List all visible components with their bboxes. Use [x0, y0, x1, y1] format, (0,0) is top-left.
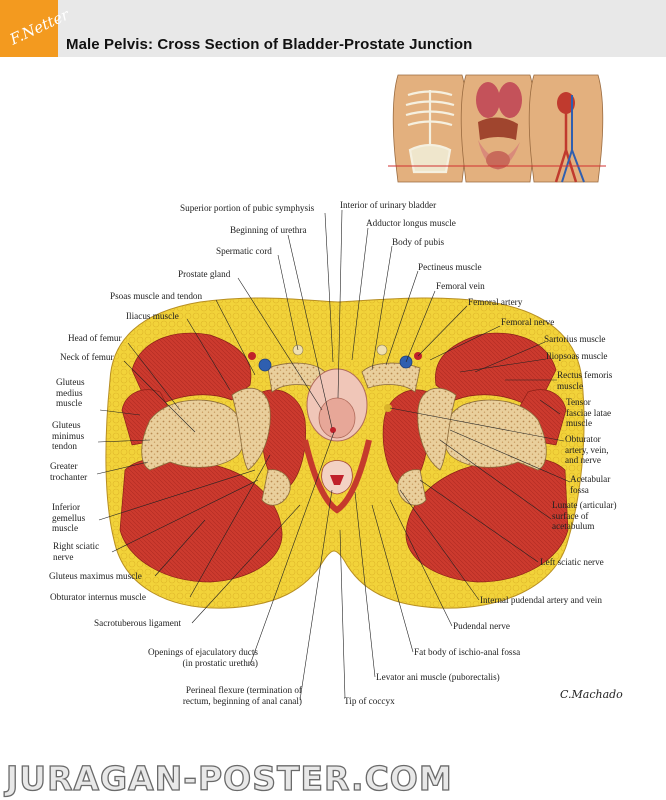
label-pudendal-nerve: Pudendal nerve	[453, 621, 510, 631]
label-gluteus-maximus: Gluteus maximus muscle	[49, 571, 142, 581]
torso-thumbnail-skeleton	[392, 74, 468, 183]
right-pubis	[361, 362, 421, 393]
left-thigh-anterior-muscles	[131, 332, 252, 411]
artist-signature: C.Machado	[560, 688, 623, 701]
label-gluteus-medius: Gluteus medius muscle	[56, 377, 85, 408]
label-head-femur: Head of femur	[68, 333, 122, 343]
netter-logo: F.Netter	[0, 0, 72, 57]
label-inferior-gemellus: Inferior gemellus muscle	[52, 502, 86, 533]
levator-ani	[302, 439, 372, 514]
leader-lines	[96, 209, 571, 701]
label-iliopsoas: Iliopsoas muscle	[546, 351, 608, 361]
header-band	[0, 0, 666, 57]
right-ischium	[397, 469, 427, 506]
label-left-sciatic: Left sciatic nerve	[540, 557, 604, 567]
torso-thumbnails	[388, 74, 606, 183]
label-spermatic-cord: Spermatic cord	[216, 246, 272, 256]
label-tip-coccyx: Tip of coccyx	[344, 696, 395, 706]
label-lunate-surface: Lunate (articular) surface of acetabulum	[552, 500, 617, 531]
page-title: Male Pelvis: Cross Section of Bladder-Pr…	[66, 36, 473, 53]
label-interior-bladder: Interior of urinary bladder	[340, 200, 437, 210]
label-levator-ani: Levator ani muscle (puborectalis)	[376, 672, 500, 682]
label-right-sciatic: Right sciatic nerve	[53, 541, 100, 562]
label-greater-trochanter: Greater trochanter	[50, 461, 88, 482]
muscle-regions	[119, 332, 569, 583]
label-pectineus: Pectineus muscle	[418, 262, 482, 272]
left-obturator-internus	[261, 389, 306, 491]
label-acetabular-fossa: Acetabular fossa	[570, 474, 611, 495]
left-femur	[141, 399, 245, 471]
label-superior-pubic-symphysis: Superior portion of pubic symphysis	[180, 203, 315, 213]
label-fat-body: Fat body of ischio-anal fossa	[414, 647, 521, 657]
bones	[141, 362, 547, 506]
label-ejaculatory-ducts: Openings of ejaculatory ducts (in prosta…	[148, 647, 258, 668]
torso-thumbnail-organs	[460, 74, 536, 183]
right-acetabulum	[417, 387, 457, 471]
label-adductor-longus: Adductor longus muscle	[366, 218, 456, 228]
label-body-pubis: Body of pubis	[392, 237, 445, 247]
anal-canal-lumen	[330, 475, 344, 485]
label-tensor-fasciae: Tensor fasciae latae muscle	[566, 397, 612, 428]
label-sartorius: Sartorius muscle	[544, 334, 606, 344]
label-sacrotuberous: Sacrotuberous ligament	[94, 618, 182, 628]
label-obturator-artery: Obturator artery, vein, and nerve	[565, 434, 609, 465]
left-ischium	[261, 469, 291, 506]
label-iliacus: Iliacus muscle	[126, 311, 179, 321]
right-femur	[443, 399, 547, 471]
label-beginning-urethra: Beginning of urethra	[230, 225, 307, 235]
label-femoral-nerve: Femoral nerve	[501, 317, 555, 327]
prostate-gland	[318, 397, 356, 439]
right-thigh-anterior-muscles	[435, 332, 557, 411]
label-rectus-femoris: Rectus femoris muscle	[557, 370, 613, 391]
label-femoral-vein: Femoral vein	[436, 281, 485, 291]
urethra	[330, 427, 336, 433]
label-perineal-flexure: Perineal flexure (termination of rectum,…	[182, 685, 302, 706]
left-acetabulum	[231, 387, 271, 471]
right-obturator-internus	[382, 389, 429, 491]
label-psoas: Psoas muscle and tendon	[110, 291, 203, 301]
label-prostate: Prostate gland	[178, 269, 231, 279]
label-obturator-internus: Obturator internus muscle	[50, 592, 146, 602]
label-gluteus-minimus: Gluteus minimus tendon	[52, 420, 85, 451]
watermark: JURAGAN-POSTER.COM	[5, 758, 453, 798]
label-internal-pudendal: Internal pudendal artery and vein	[480, 595, 602, 605]
label-femoral-artery: Femoral artery	[468, 297, 523, 307]
label-neck-femur: Neck of femur	[60, 352, 114, 362]
